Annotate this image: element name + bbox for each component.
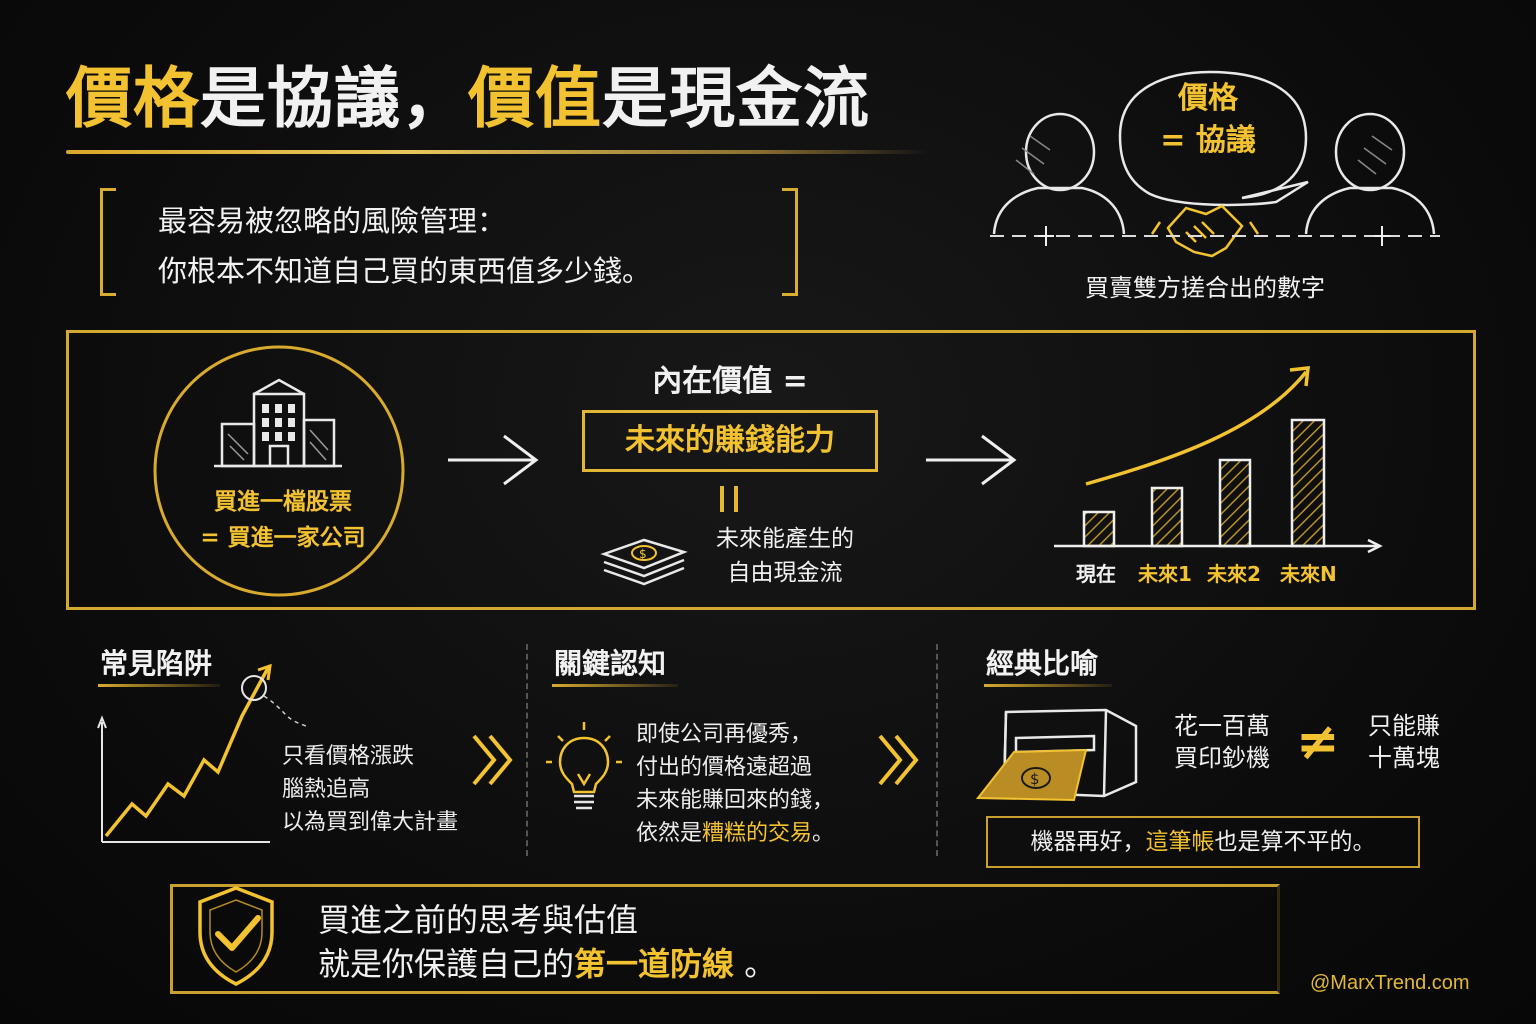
key-line-4-pre: 依然是 <box>636 821 703 846</box>
title-is-cashflow: 是現金流 <box>602 59 870 137</box>
column-divider-1 <box>526 644 528 856</box>
quote-line-1: 最容易被忽略的風險管理： <box>158 204 507 238</box>
account-highlight: 這筆帳 <box>1145 829 1215 855</box>
bar-future-1 <box>1150 486 1184 548</box>
lightbulb-icon <box>546 722 622 810</box>
defense-text: 買進之前的思考與估值 就是你保護自己的第一道防線 。 <box>318 898 776 986</box>
metaphor-title-underline <box>984 684 1112 687</box>
price-chase-chart <box>97 663 307 843</box>
cash-stack-icon: $ <box>600 538 688 586</box>
free-cash-flow-caption: 未來能產生的 自由現金流 <box>700 522 870 590</box>
trap-text: 只看價格漲跌 腦熱追高 以為買到偉大計畫 <box>282 740 458 839</box>
defense-line-1: 買進之前的思考與估值 <box>318 901 639 939</box>
company-circle <box>153 345 405 597</box>
metaphor-right-line-2: 十萬塊 <box>1368 744 1440 772</box>
growth-bar-chart <box>1054 366 1383 554</box>
company-illustration <box>153 345 405 597</box>
title-underline <box>66 150 928 154</box>
arrow-right-icon-2 <box>926 434 1017 486</box>
person-left-icon <box>992 112 1126 235</box>
metaphor-left: 花一百萬 買印鈔機 <box>1174 710 1270 774</box>
metaphor-left-line-2: 買印鈔機 <box>1174 744 1270 772</box>
stock-caption: 買進一檔股票 = 買進一家公司 <box>168 484 398 556</box>
trap-title: 常見陷阱 <box>100 647 213 680</box>
bar-now <box>1082 510 1116 548</box>
title-is-negotiation: 是協議， <box>200 59 468 137</box>
key-line-4: 依然是糟糕的交易。 <box>636 817 834 850</box>
defense-line-2: 就是你保護自己的第一道防線 。 <box>318 942 776 986</box>
bad-deal-highlight: 糟糕的交易 <box>702 821 813 846</box>
fcf-line-2: 自由現金流 <box>727 560 843 586</box>
equals-icon-bar <box>734 486 738 512</box>
bar-label-future-1: 未來1 <box>1138 562 1192 586</box>
money-printer-icon: $ <box>976 708 1138 802</box>
bar-label-now: 現在 <box>1076 562 1116 586</box>
trap-line-1: 只看價格漲跌 <box>282 744 415 769</box>
speech-bubble <box>1118 70 1309 207</box>
stock-line-1: 買進一檔股票 <box>214 489 352 515</box>
key-line-3: 未來能賺回來的錢， <box>636 788 835 813</box>
trap-title-underline <box>98 684 220 687</box>
not-equal-icon: ≠ <box>1296 712 1340 772</box>
deal-caption: 買賣雙方搓合出的數字 <box>1085 274 1325 302</box>
stock-line-2: = 買進一家公司 <box>200 525 366 551</box>
risk-quote: 最容易被忽略的風險管理： 你根本不知道自己買的東西值多少錢。 <box>158 196 798 296</box>
future-earning-power-box: 未來的賺錢能力 <box>582 410 878 472</box>
defense-banner <box>170 884 1280 994</box>
bubble-text: 價格 = 協議 <box>1140 78 1276 162</box>
bar-future-2 <box>1218 458 1252 548</box>
negotiation-illustration <box>990 70 1440 258</box>
metaphor-title: 經典比喻 <box>986 647 1099 680</box>
bar-label-future-n: 未來N <box>1280 562 1337 586</box>
bubble-price: 價格 <box>1178 81 1238 116</box>
bracket-right <box>782 188 798 296</box>
title-price: 價格 <box>66 59 200 137</box>
key-text: 即使公司再優秀， 付出的價格遠超過 未來能賺回來的錢， 依然是糟糕的交易。 <box>636 718 834 850</box>
key-title-underline <box>552 684 678 687</box>
metaphor-right: 只能賺 十萬塊 <box>1368 710 1440 774</box>
key-line-1: 即使公司再優秀， <box>636 722 813 747</box>
page-title: 價格是協議，價值是現金流 <box>66 48 870 148</box>
shield-check-icon <box>198 886 274 986</box>
key-title: 關鍵認知 <box>554 647 667 680</box>
bracket-left <box>100 188 116 296</box>
title-value: 價值 <box>468 59 602 137</box>
quote-line-2: 你根本不知道自己買的東西值多少錢。 <box>158 254 652 288</box>
machine-note-post: 也是算不平的。 <box>1214 829 1376 855</box>
double-chevron-right-icon <box>472 734 513 786</box>
building-icon <box>214 378 342 468</box>
metaphor-right-line-1: 只能賺 <box>1368 712 1440 740</box>
bar-label-future-2: 未來2 <box>1207 562 1261 586</box>
handshake-icon <box>1150 204 1260 258</box>
person-right-icon <box>1304 112 1436 235</box>
growth-arrow <box>1085 370 1308 486</box>
column-divider-2 <box>936 644 938 856</box>
arrow-right-icon <box>448 434 539 486</box>
equals-icon <box>720 486 724 512</box>
first-defense-highlight: 第一道防線 <box>574 945 735 983</box>
key-line-2: 付出的價格遠超過 <box>636 755 813 780</box>
defense-line-2-post: 。 <box>734 945 777 983</box>
machine-note: 機器再好，這筆帳也是算不平的。 <box>986 816 1420 868</box>
author-handle: @MarxTrend.com <box>1310 972 1470 994</box>
bubble-negotiation: = 協議 <box>1160 123 1256 158</box>
machine-note-pre: 機器再好， <box>1030 829 1146 855</box>
bar-future-n <box>1290 418 1326 548</box>
svg-text:$: $ <box>1030 770 1040 788</box>
double-chevron-right-icon-2 <box>878 734 919 786</box>
intrinsic-value-head: 內在價值 = <box>652 364 808 399</box>
trap-line-2: 腦熱追高 <box>282 777 371 802</box>
trap-line-3: 以為買到偉大計畫 <box>282 810 459 835</box>
key-line-4-post: 。 <box>812 821 835 846</box>
intrinsic-value-panel <box>66 330 1476 610</box>
defense-line-2-pre: 就是你保護自己的 <box>318 945 575 983</box>
svg-text:$: $ <box>639 547 647 561</box>
fcf-line-1: 未來能產生的 <box>716 526 854 552</box>
metaphor-left-line-1: 花一百萬 <box>1174 712 1270 740</box>
